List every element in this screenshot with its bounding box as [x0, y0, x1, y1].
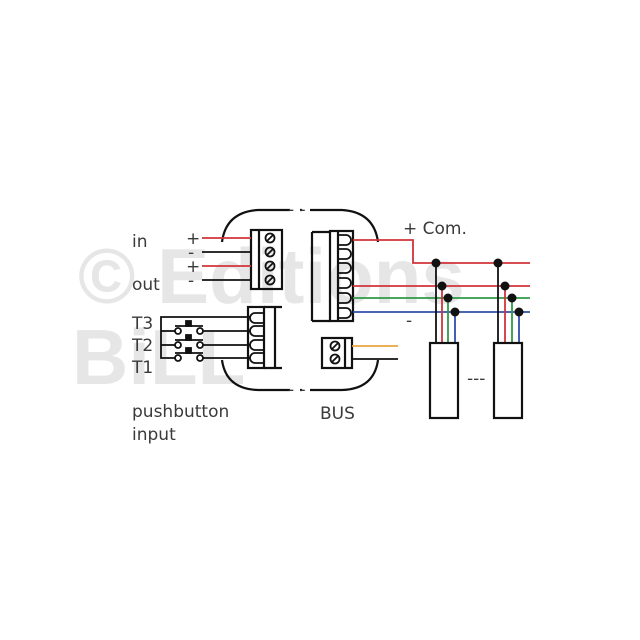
power-terminal-block	[249, 228, 284, 291]
housing-gap-top: - -	[288, 200, 306, 220]
label-in-plus: +	[186, 229, 200, 249]
module-housing-bottom	[220, 359, 380, 392]
label-pushbutton: pushbutton	[132, 402, 229, 422]
pushbutton-switches	[160, 316, 250, 362]
watermark-line2: BiLL	[72, 313, 245, 401]
label-input: input	[132, 425, 176, 445]
bus-terminal-block	[320, 336, 354, 370]
label-t3: T3	[131, 314, 153, 334]
bus-output-terminal-block	[310, 229, 355, 323]
label-out-minus: -	[188, 271, 194, 291]
label-more-devices: ---	[467, 369, 485, 389]
label-bus: BUS	[320, 404, 355, 424]
label-t2: T2	[131, 336, 153, 356]
label-bus-minus: -	[406, 311, 412, 331]
label-in: in	[132, 232, 148, 252]
pushbutton-terminal-block	[246, 305, 282, 370]
label-in-minus: -	[188, 243, 194, 263]
junction-dots	[431, 258, 524, 317]
label-out: out	[132, 275, 160, 295]
power-wires	[202, 237, 251, 281]
housing-gap-bottom: - -	[288, 380, 306, 400]
label-com: + Com.	[403, 219, 467, 239]
label-t1: T1	[131, 358, 153, 378]
label-out-plus: +	[186, 257, 200, 277]
bus-device-1	[428, 263, 460, 420]
bus-device-2	[492, 263, 524, 420]
module-housing-top	[220, 208, 380, 243]
